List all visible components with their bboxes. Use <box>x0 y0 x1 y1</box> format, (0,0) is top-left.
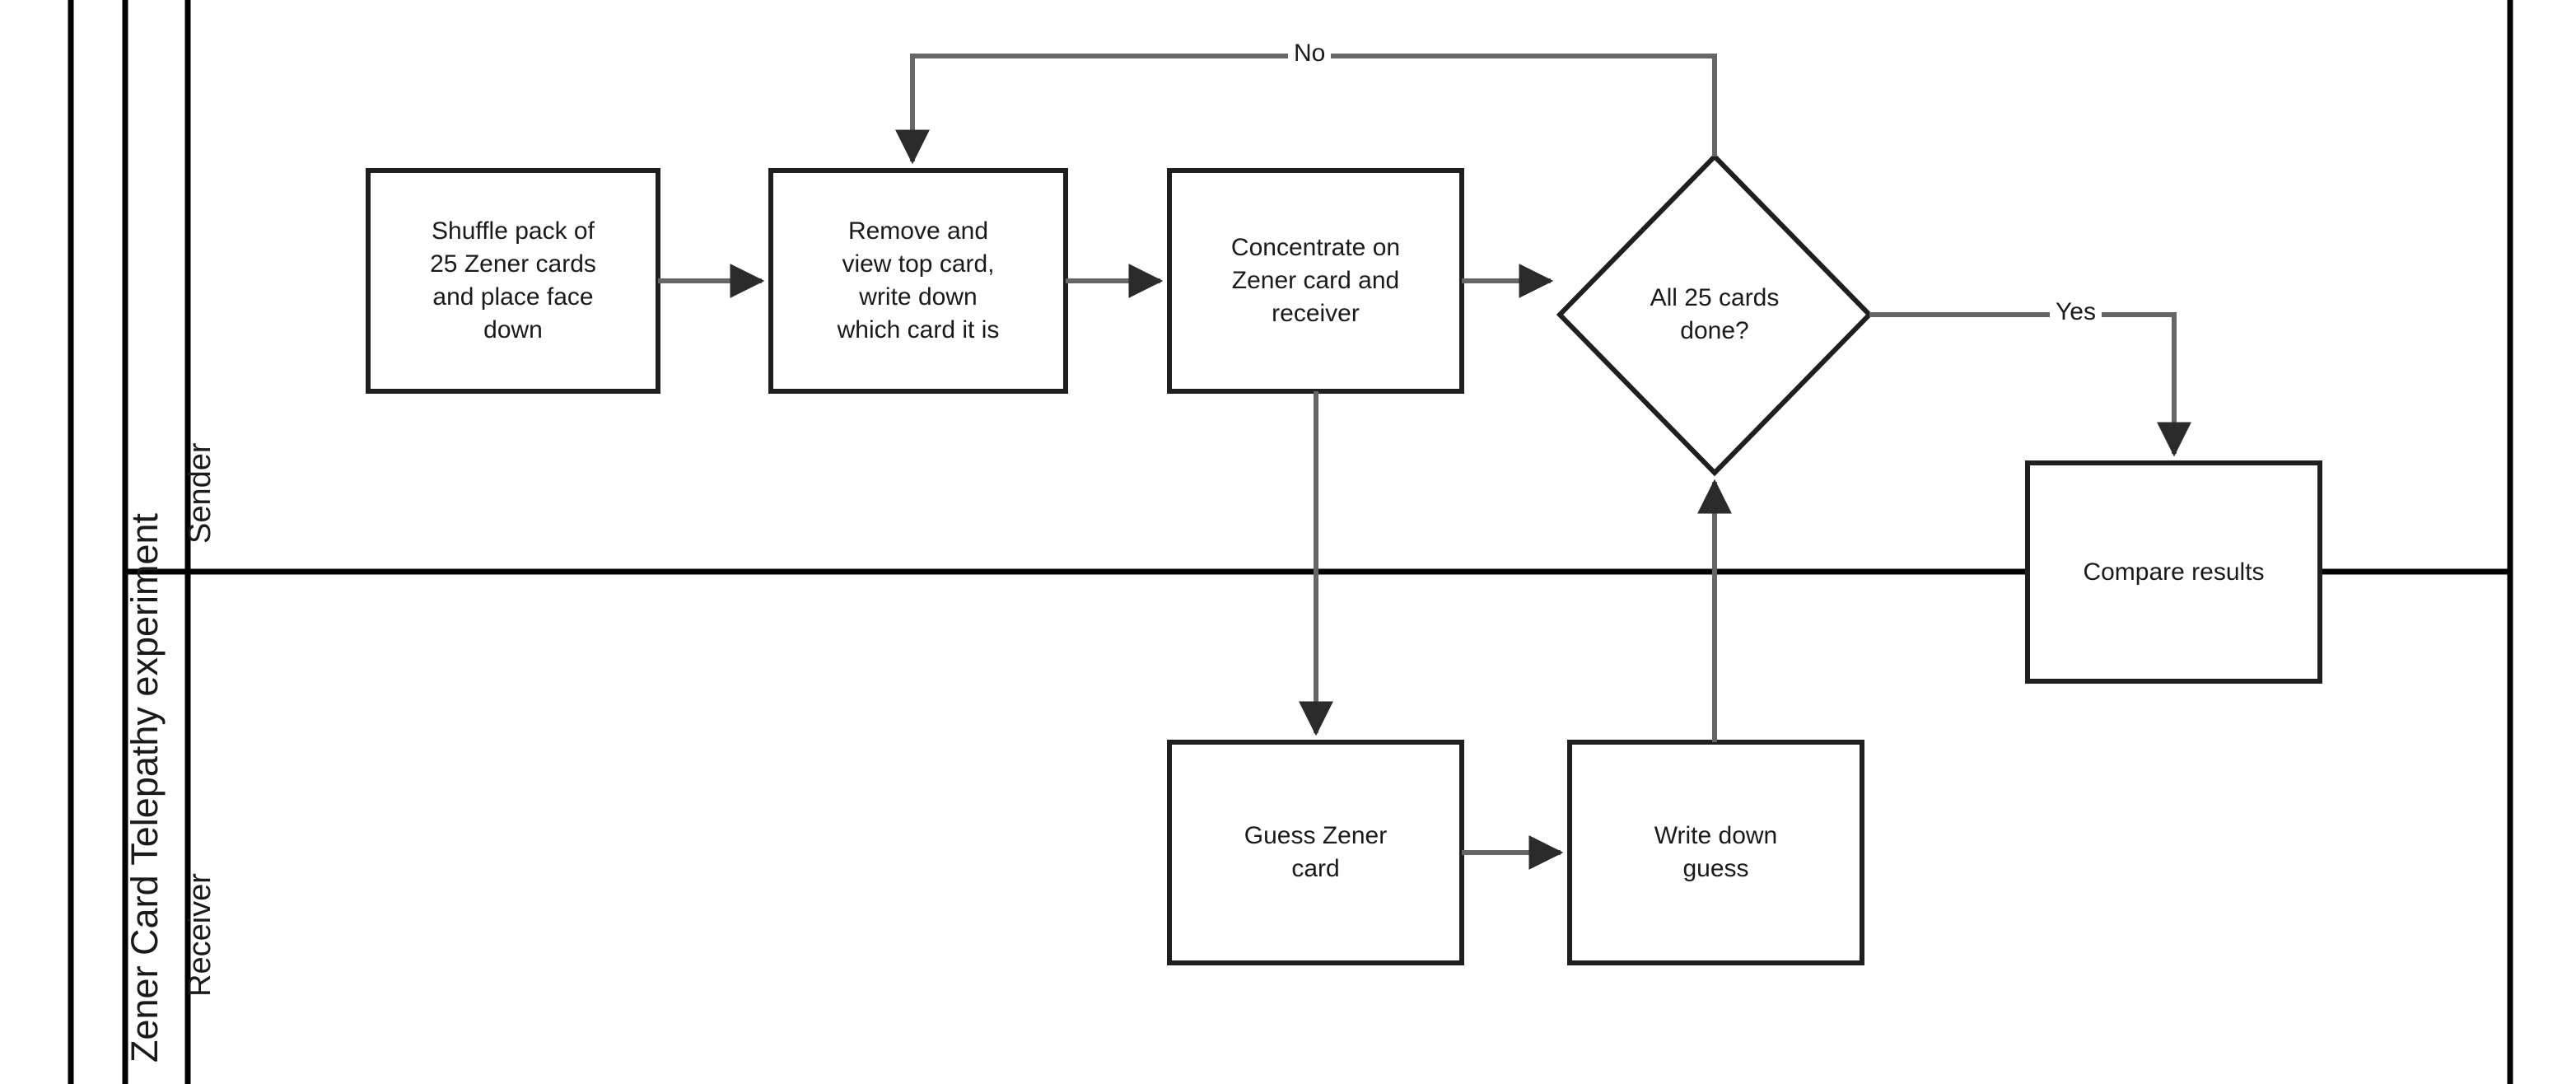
node-guess-rect <box>1167 740 1464 965</box>
lane-label-receiver: Receiver <box>183 873 217 997</box>
node-alldone-diamond <box>1556 152 1874 477</box>
lane-label-sender: Sender <box>183 442 217 544</box>
pool-title: Zener Card Telepathy experiment <box>124 512 166 1063</box>
edge-alldone-to-remove-no <box>895 54 1717 165</box>
node-shuffle-rect <box>366 168 660 394</box>
node-remove-rect <box>768 168 1068 394</box>
node-shapes <box>366 152 2322 965</box>
edge-alldone-to-compare-yes <box>1869 312 2191 457</box>
edge-label-no: No <box>1288 40 1332 67</box>
node-compare-rect <box>2025 460 2322 684</box>
node-writedown-rect <box>1567 740 1864 965</box>
edge-label-yes: Yes <box>2050 298 2102 325</box>
node-concentrate-rect <box>1167 168 1464 394</box>
